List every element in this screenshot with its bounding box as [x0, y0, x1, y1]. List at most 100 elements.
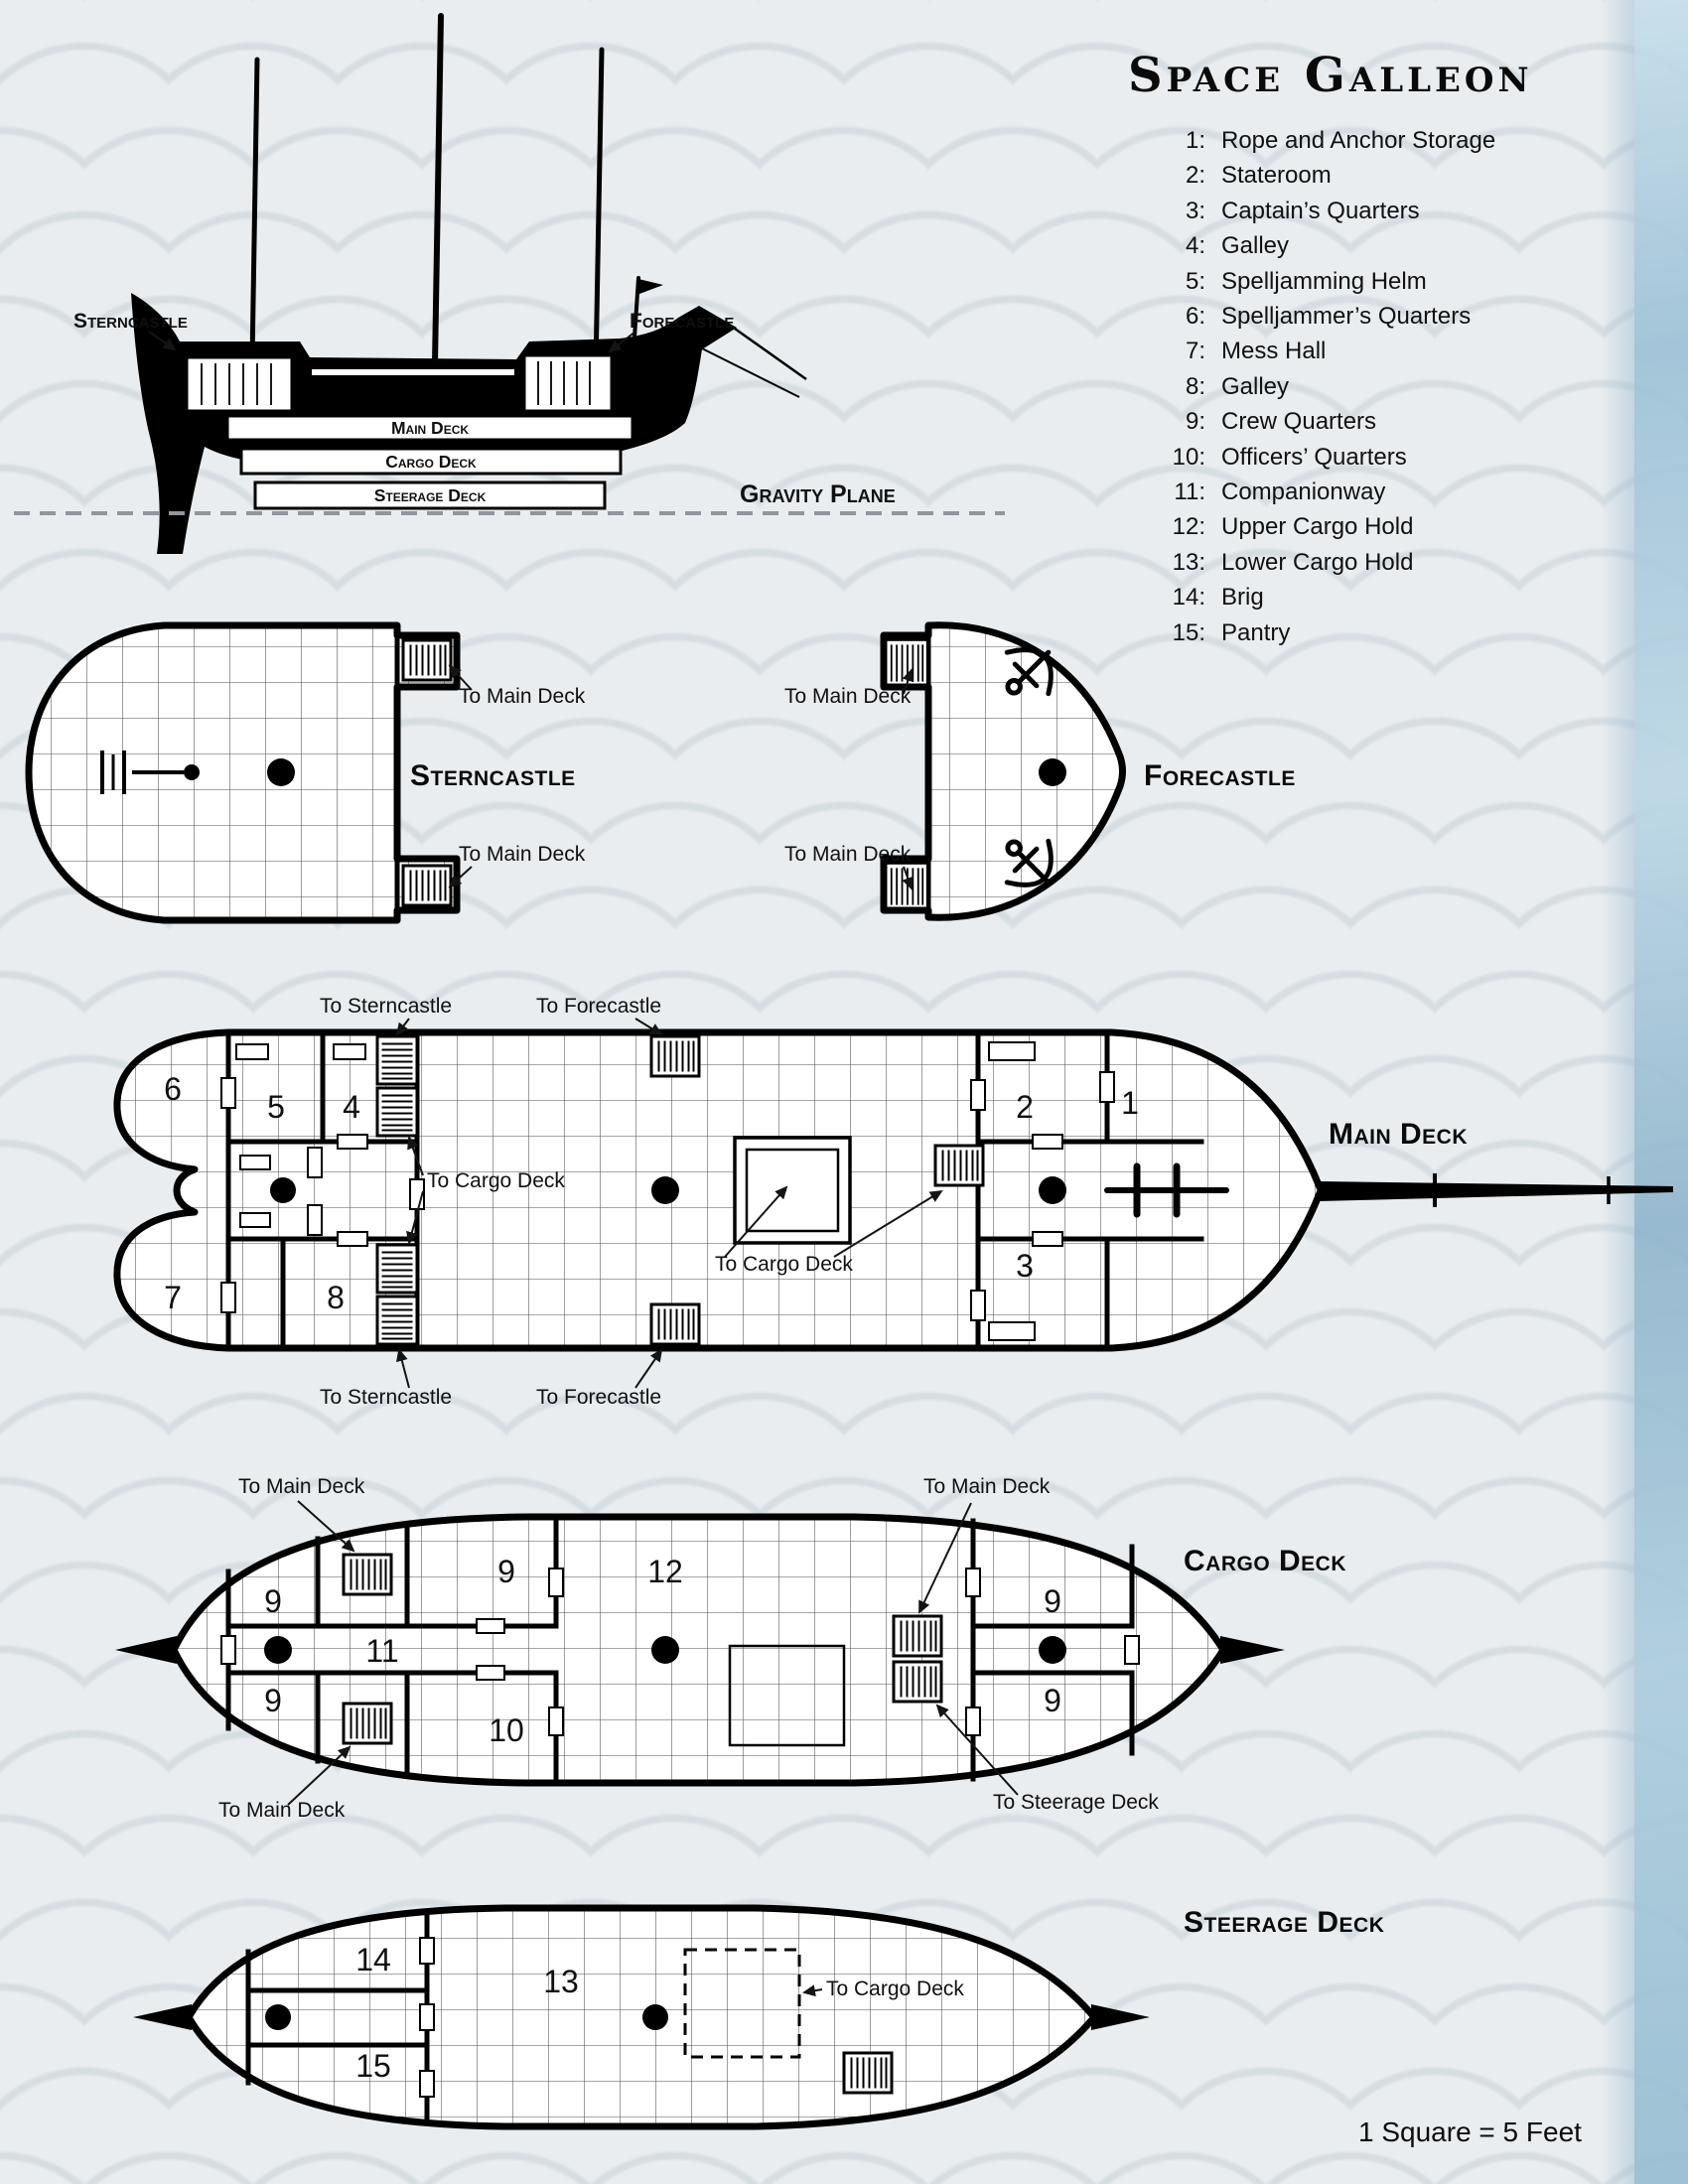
room-number-6: 6 — [164, 1071, 182, 1107]
to-sterncastle-label: To Sterncastle — [320, 1386, 452, 1409]
room-number-8: 8 — [327, 1280, 345, 1315]
hull-outline — [113, 1028, 1325, 1352]
mast-dot — [267, 758, 295, 786]
legend-number: 9: — [1185, 408, 1205, 436]
capstan-icon — [100, 751, 200, 794]
forecastle-deck-plan: To Main Deck To Main Deck Forecastle — [784, 621, 1295, 921]
mast-dot — [264, 1636, 292, 1664]
companionway-stairs-icon — [375, 1034, 419, 1086]
legend-label: Brig — [1221, 584, 1264, 612]
to-main-deck-label: To Main Deck — [923, 1475, 1051, 1498]
room-number-2: 2 — [1016, 1089, 1034, 1125]
sterncastle-deck-title: Sterncastle — [410, 759, 576, 792]
legend-label: Rope and Anchor Storage — [1221, 127, 1496, 154]
room-number-9: 9 — [1044, 1583, 1061, 1619]
room-number-10: 10 — [489, 1712, 524, 1748]
hull-outline — [25, 621, 461, 924]
to-forecastle-label: To Forecastle — [536, 1386, 661, 1409]
legend-item: 5:Spelljamming Helm — [1160, 264, 1495, 299]
doors — [220, 1568, 1140, 1736]
companionway-stairs-icon — [892, 1660, 943, 1704]
companionway-stairs-icon — [892, 1614, 943, 1658]
to-main-deck-label: To Main Deck — [238, 1475, 365, 1498]
pointer-line — [406, 1190, 424, 1245]
hull-outline — [170, 1513, 1227, 1787]
legend-item: 8:Galley — [1160, 369, 1495, 404]
room-number-9: 9 — [1044, 1683, 1061, 1718]
page-edge-watercolor — [1634, 0, 1688, 2184]
main-deck-strip — [225, 414, 634, 442]
legend-item: 12:Upper Cargo Hold — [1160, 509, 1495, 544]
to-main-deck-label: To Main Deck — [459, 685, 586, 708]
to-steerage-deck-label: To Steerage Deck — [993, 1791, 1159, 1814]
room-number-5: 5 — [267, 1089, 285, 1125]
scale-note: 1 Square = 5 Feet — [1358, 2116, 1582, 2147]
pointer-line — [634, 1348, 663, 1389]
companionway-stairs-icon — [342, 1553, 393, 1596]
sterncastle-window-ticks — [201, 363, 272, 405]
legend-number: 11: — [1174, 478, 1205, 506]
to-cargo-deck-label: To Cargo Deck — [826, 1978, 964, 2000]
legend-item: 14: Brig — [1160, 580, 1495, 614]
legend-number: 15: — [1172, 618, 1205, 646]
legend-label: Pantry — [1221, 618, 1291, 646]
pointer-line — [287, 1745, 352, 1806]
companionway-stairs-icon — [401, 864, 453, 907]
to-main-deck-label: To Main Deck — [218, 1799, 346, 1822]
forecastle-window-ticks — [537, 361, 591, 405]
forecastle-callout-arrow — [608, 331, 636, 353]
cargo-deck-title: Cargo Deck — [1184, 1545, 1346, 1577]
mast-dot — [1039, 758, 1066, 786]
legend-number: 1: — [1185, 127, 1205, 154]
legend-label: Lower Cargo Hold — [1221, 548, 1414, 576]
pointer-line — [395, 1348, 410, 1389]
steerage-deck-strip — [253, 480, 607, 510]
companionway-stairs-icon — [375, 1243, 419, 1295]
legend-number: 3: — [1185, 197, 1205, 224]
profile-main-deck-label: Main Deck — [391, 418, 469, 438]
pointer-line — [902, 668, 914, 695]
legend-item: 7:Mess Hall — [1160, 334, 1495, 368]
cargo-deck-strip — [239, 447, 623, 476]
legend-label: Upper Cargo Hold — [1221, 513, 1414, 541]
side-profile-diagram: Main Deck Cargo Deck Steerage Deck Stern… — [14, 13, 1005, 554]
room-number-9: 9 — [497, 1554, 515, 1589]
legend-label: Galley — [1221, 372, 1290, 400]
legend-number: 13: — [1172, 548, 1205, 576]
windlass-icon — [1104, 1162, 1229, 1218]
mainmast-line — [431, 13, 444, 425]
spelljamming-helm-dot — [270, 1177, 296, 1203]
legend-number: 7: — [1185, 338, 1205, 365]
companionway-stairs-icon — [842, 2051, 894, 2095]
companionway-stairs-icon — [883, 861, 930, 912]
stern-post — [115, 1636, 177, 1664]
legend-label: Officers’ Quarters — [1221, 443, 1407, 471]
page-title: Space Galleon — [1128, 48, 1533, 103]
doors — [220, 1071, 1115, 1321]
pointer-line — [833, 1189, 943, 1258]
sterncastle-deck-plan: To Main Deck To Main Deck Sterncastle — [25, 621, 586, 924]
companionway-stairs-icon — [649, 1034, 701, 1078]
mast-dot — [651, 1636, 679, 1664]
room-number-4: 4 — [343, 1089, 360, 1125]
legend-item: 13: Lower Cargo Hold — [1160, 545, 1495, 580]
room-number-3: 3 — [1016, 1248, 1034, 1284]
bow-flag — [638, 279, 663, 294]
open-hatch-dashed-outline — [683, 1948, 801, 2059]
companionway-stairs-icon — [375, 1086, 419, 1138]
legend-item: 11:Companionway — [1160, 475, 1495, 509]
pointer-line — [902, 866, 914, 890]
pointer-line — [407, 1136, 424, 1176]
steerage-deck-plan: 14 15 13 To Cargo Deck Steerage Deck — [133, 1904, 1384, 2130]
lower-hatch-outline — [728, 1644, 846, 1747]
room-number-9: 9 — [264, 1683, 282, 1718]
mast-dot — [1039, 1176, 1066, 1204]
pointer-line — [802, 1984, 823, 1997]
room-number-7: 7 — [164, 1280, 182, 1315]
legend-item: 15: Pantry — [1160, 615, 1495, 650]
legend-label: Captain’s Quarters — [1221, 197, 1420, 224]
legend-number: 14: — [1172, 584, 1205, 612]
legend-number: 2: — [1185, 162, 1205, 190]
pointer-line — [634, 1018, 663, 1036]
